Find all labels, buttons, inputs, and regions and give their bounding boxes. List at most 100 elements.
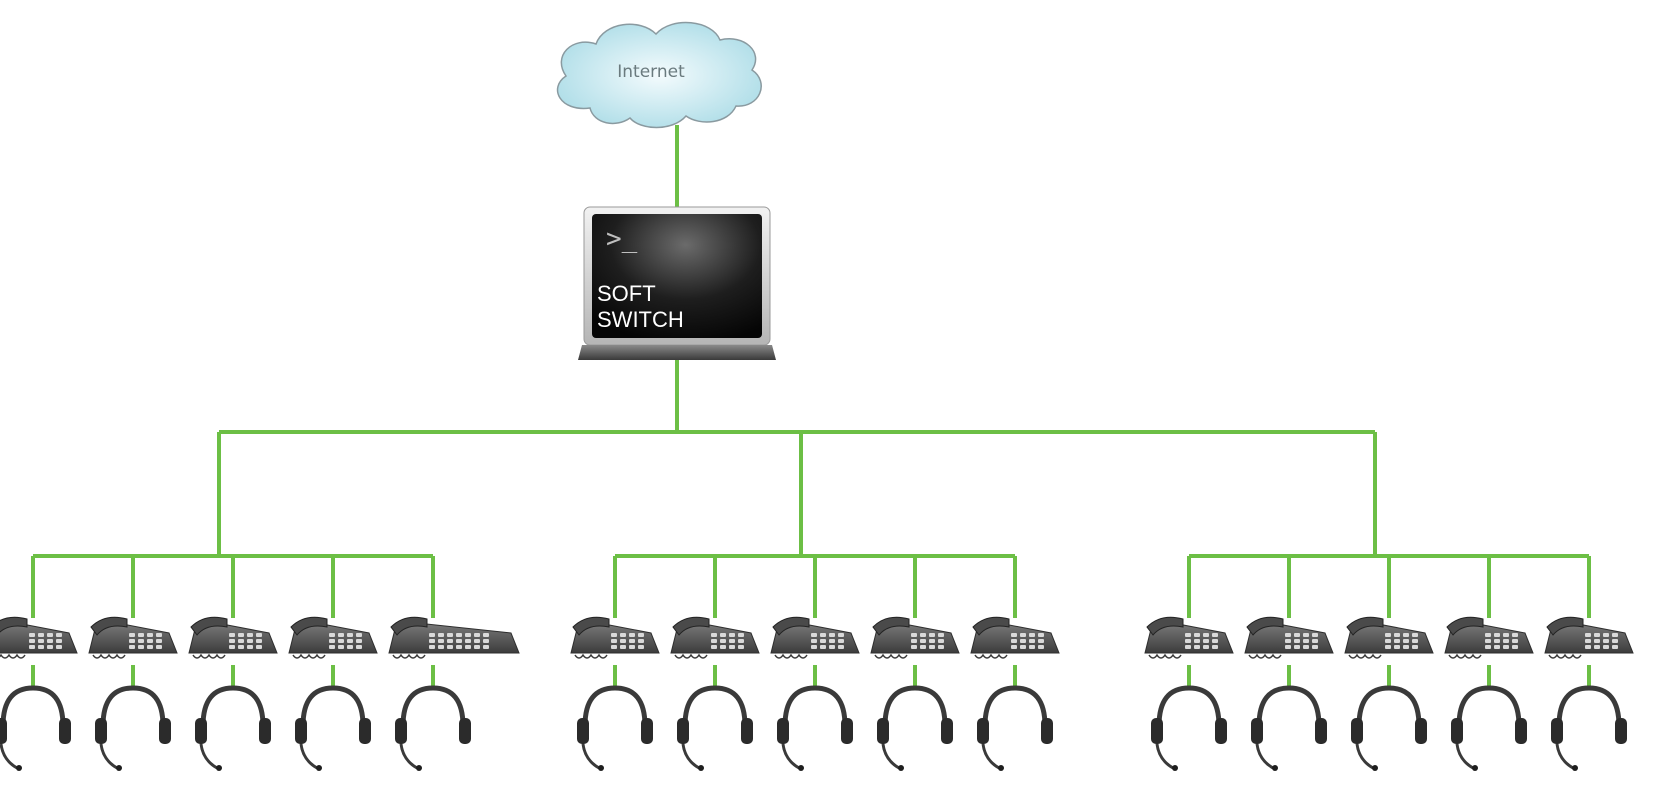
phone-key bbox=[1285, 639, 1291, 643]
phone-key bbox=[829, 645, 835, 649]
phone-key bbox=[1294, 645, 1300, 649]
phone-key bbox=[1394, 633, 1400, 637]
phone-cord bbox=[92, 653, 126, 659]
phone-key bbox=[1494, 645, 1500, 649]
phone-cord bbox=[574, 653, 608, 659]
soft-switch: >_ SOFT SWITCH bbox=[578, 206, 776, 360]
headset-icon bbox=[1451, 685, 1527, 771]
phone-cord bbox=[292, 653, 326, 659]
phone-cord bbox=[674, 653, 708, 659]
headset-icon bbox=[977, 685, 1053, 771]
phone-key bbox=[156, 645, 162, 649]
phone-key bbox=[465, 639, 471, 643]
phone-key bbox=[1011, 639, 1017, 643]
phone-key bbox=[1385, 633, 1391, 637]
phone-key bbox=[1038, 639, 1044, 643]
headset-right-earpiece bbox=[841, 718, 853, 744]
phone-key bbox=[638, 645, 644, 649]
phone-key bbox=[247, 645, 253, 649]
phone-key bbox=[1011, 633, 1017, 637]
phone-key bbox=[820, 645, 826, 649]
phone-cord bbox=[1448, 653, 1482, 659]
phone-key bbox=[247, 633, 253, 637]
headset-mic-boom bbox=[781, 743, 800, 770]
phone-key bbox=[1185, 633, 1191, 637]
endpoint bbox=[670, 616, 760, 771]
phone-cord bbox=[1348, 653, 1382, 659]
phone-key bbox=[1212, 645, 1218, 649]
headset-band bbox=[1556, 685, 1622, 727]
phone-key bbox=[147, 645, 153, 649]
phone-key bbox=[1503, 639, 1509, 643]
phone-key bbox=[738, 633, 744, 637]
internet-cloud: Internet bbox=[556, 21, 762, 129]
phone-key bbox=[811, 639, 817, 643]
phone-key bbox=[829, 639, 835, 643]
phone-key bbox=[229, 645, 235, 649]
headset-mic bbox=[1272, 765, 1278, 771]
headset-band bbox=[100, 685, 166, 727]
phone-key bbox=[447, 633, 453, 637]
headset-icon bbox=[0, 685, 71, 771]
phone-key bbox=[1212, 639, 1218, 643]
phone-body bbox=[188, 622, 278, 654]
phone-key bbox=[1312, 645, 1318, 649]
phone-key bbox=[838, 645, 844, 649]
phone-key bbox=[47, 639, 53, 643]
phone-key bbox=[1603, 645, 1609, 649]
desk-phone-icon bbox=[1344, 616, 1434, 659]
desk-phone-icon bbox=[1144, 616, 1234, 659]
phone-key bbox=[629, 639, 635, 643]
phone-key bbox=[1029, 645, 1035, 649]
phone-key bbox=[620, 639, 626, 643]
phone-key bbox=[638, 639, 644, 643]
phone-key bbox=[29, 639, 35, 643]
phone-key bbox=[129, 633, 135, 637]
phone-key bbox=[1512, 639, 1518, 643]
headset-band bbox=[1356, 685, 1422, 727]
phone-key bbox=[611, 645, 617, 649]
phone-cord bbox=[774, 653, 808, 659]
phone-body bbox=[870, 622, 960, 654]
phone-key bbox=[1194, 633, 1200, 637]
phone-key bbox=[1203, 639, 1209, 643]
phone-key bbox=[474, 633, 480, 637]
phone-key bbox=[256, 645, 262, 649]
headset-band bbox=[1156, 685, 1222, 727]
headset-mic bbox=[798, 765, 804, 771]
headset-right-earpiece bbox=[1415, 718, 1427, 744]
phone-key bbox=[456, 645, 462, 649]
phone-body bbox=[1244, 622, 1334, 654]
headset-mic-boom bbox=[881, 743, 900, 770]
headset-left-earpiece bbox=[1151, 718, 1163, 744]
headset-left-earpiece bbox=[577, 718, 589, 744]
headset-band bbox=[400, 685, 466, 727]
desk-phone-icon bbox=[88, 616, 178, 659]
phone-key bbox=[1494, 633, 1500, 637]
phone-key bbox=[438, 633, 444, 637]
links-layer bbox=[31, 125, 1591, 688]
phone-key bbox=[811, 633, 817, 637]
headset-mic-boom bbox=[981, 743, 1000, 770]
phone-key bbox=[1494, 639, 1500, 643]
phone-body bbox=[1444, 622, 1534, 654]
phone-key bbox=[1485, 633, 1491, 637]
desk-phone-icon bbox=[570, 616, 660, 659]
headset-right-earpiece bbox=[1615, 718, 1627, 744]
phone-key bbox=[1020, 639, 1026, 643]
phone-key bbox=[711, 633, 717, 637]
phone-key bbox=[1594, 633, 1600, 637]
headset-mic bbox=[998, 765, 1004, 771]
phone-key bbox=[429, 645, 435, 649]
headset-icon bbox=[95, 685, 171, 771]
endpoint bbox=[570, 616, 660, 771]
phone-key bbox=[1020, 645, 1026, 649]
phone-key bbox=[474, 639, 480, 643]
phone-key bbox=[138, 645, 144, 649]
headset-left-earpiece bbox=[1551, 718, 1563, 744]
phone-key bbox=[1512, 633, 1518, 637]
headset-left-earpiece bbox=[0, 718, 7, 744]
phone-cord bbox=[1148, 653, 1182, 659]
endpoint bbox=[388, 616, 520, 771]
phone-key bbox=[1585, 645, 1591, 649]
